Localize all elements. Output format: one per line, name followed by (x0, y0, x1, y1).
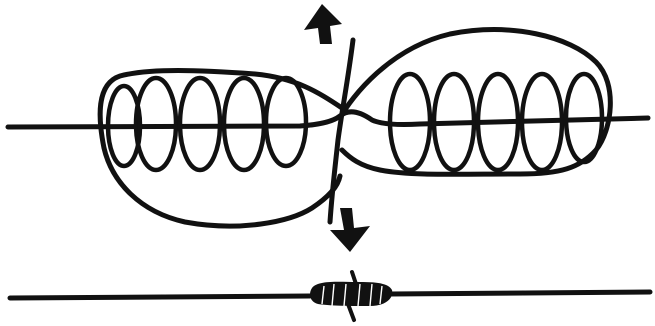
left-coil (266, 78, 306, 166)
pull-up-arrow-head (304, 4, 342, 44)
tag-line (330, 40, 353, 222)
knot-tag-end-bottom (348, 304, 354, 320)
right-outer-loop (340, 30, 610, 175)
pull-up-arrow (304, 4, 342, 44)
main-line (8, 112, 648, 127)
pull-down-arrow (330, 208, 370, 252)
loose-knot-stage (8, 4, 648, 252)
pull-down-arrow-head (330, 208, 370, 252)
tightened-knot-stage (10, 272, 650, 320)
